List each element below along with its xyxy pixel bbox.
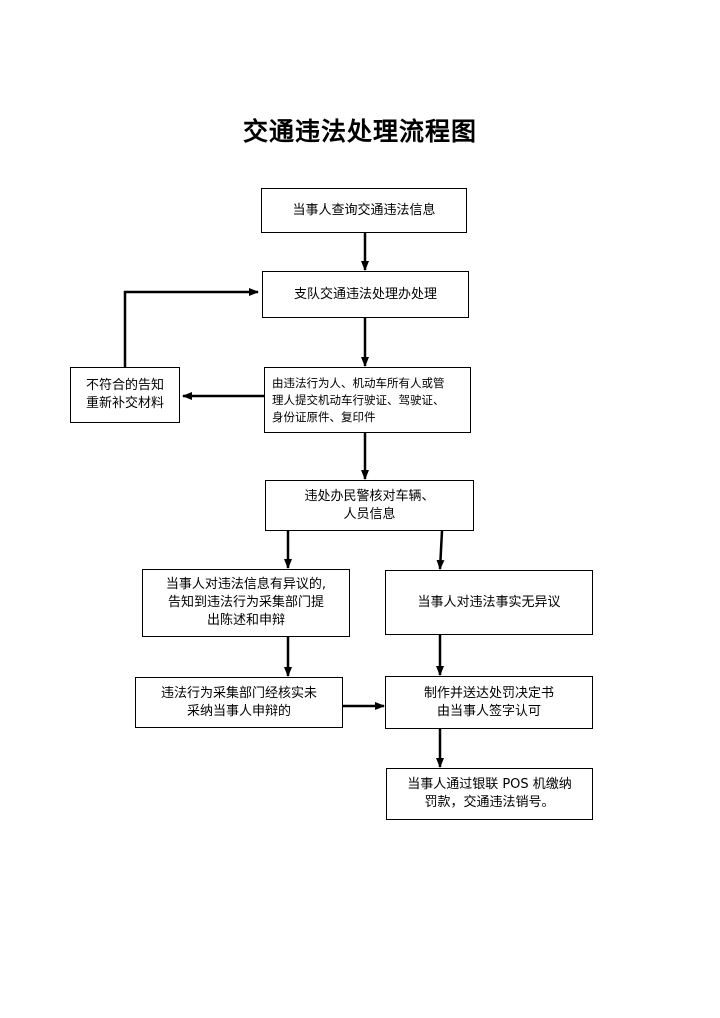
node-verify-vehicle-person: 违处办民警核对车辆、 人员信息 [265, 480, 474, 531]
node-pos-payment: 当事人通过银联 POS 机缴纳 罚款，交通违法销号。 [386, 768, 593, 820]
node-defense-not-accepted: 违法行为采集部门经核实未 采纳当事人申辩的 [135, 677, 343, 728]
node-query-violation-info: 当事人查询交通违法信息 [261, 188, 467, 233]
node-inform-resubmit: 不符合的告知 重新补交材料 [70, 367, 180, 423]
node-no-objection: 当事人对违法事实无异议 [385, 570, 593, 635]
arrow-inform-back-to-office [123, 288, 259, 367]
page-title: 交通违法处理流程图 [242, 117, 477, 146]
node-detachment-processing: 支队交通违法处理办处理 [262, 271, 469, 318]
node-penalty-decision: 制作并送达处罚决定书 由当事人签字认可 [385, 676, 593, 729]
arrow-verify-to-no-objection [436, 530, 445, 570]
node-submit-documents: 由违法行为人、机动车所有人或管 理人提交机动车行驶证、驾驶证、 身份证原件、复印… [264, 367, 471, 433]
node-objection: 当事人对违法信息有异议的, 告知到违法行为采集部门提 出陈述和申辩 [142, 569, 350, 637]
